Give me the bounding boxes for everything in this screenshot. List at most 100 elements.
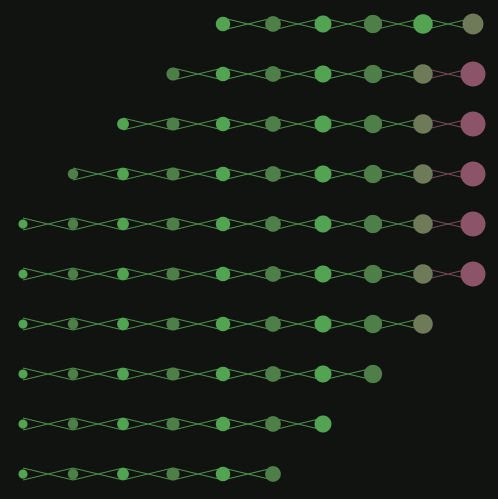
network-node — [117, 468, 129, 480]
edge-line — [272, 67, 324, 81]
network-node — [166, 267, 180, 281]
network-node — [363, 264, 383, 284]
network-node — [166, 167, 180, 181]
network-node — [18, 419, 28, 429]
edge-line — [322, 67, 374, 81]
network-node — [166, 217, 180, 231]
network-node — [117, 418, 129, 430]
edge-line — [172, 267, 224, 281]
network-node — [166, 417, 180, 431]
edge-line — [22, 467, 74, 481]
network-node — [265, 366, 281, 382]
terminal-node-olive — [413, 214, 433, 234]
network-node — [265, 16, 281, 32]
edge-line — [22, 217, 74, 231]
network-node — [117, 268, 129, 280]
network-node — [363, 14, 383, 34]
edge-line — [222, 17, 274, 31]
edge-line — [72, 317, 124, 331]
terminal-node-pink — [460, 111, 486, 137]
network-node — [265, 66, 281, 82]
edge-line — [72, 167, 124, 181]
network-node — [166, 117, 180, 131]
edge-line — [272, 417, 324, 431]
edge-line — [272, 267, 324, 281]
network-node — [265, 116, 281, 132]
terminal-node-olive — [413, 264, 433, 284]
edge-line — [72, 267, 124, 281]
network-node — [67, 168, 79, 180]
network-node — [18, 319, 28, 329]
network-node — [363, 314, 383, 334]
network-node — [215, 66, 231, 82]
network-node — [265, 416, 281, 432]
network-node — [314, 65, 332, 83]
edge-line — [122, 317, 174, 331]
network-node — [363, 164, 383, 184]
network-node — [265, 216, 281, 232]
edge-line — [122, 117, 174, 131]
network-node — [215, 316, 231, 332]
network-node — [314, 315, 332, 333]
network-node — [215, 216, 231, 232]
network-node — [117, 368, 129, 380]
edge-line — [322, 167, 374, 181]
edge-line — [222, 167, 274, 181]
network-node — [314, 365, 332, 383]
network-node — [117, 168, 129, 180]
network-node — [413, 14, 433, 34]
terminal-node-olive — [413, 114, 433, 134]
edge-line — [272, 167, 324, 181]
edge-line — [322, 217, 374, 231]
network-node — [18, 219, 28, 229]
edge-line — [322, 317, 374, 331]
node-layer — [18, 13, 486, 482]
terminal-node-pink — [460, 261, 486, 287]
edge-line — [222, 367, 274, 381]
network-node — [265, 466, 281, 482]
edge-line — [172, 367, 224, 381]
edge-line — [322, 17, 374, 31]
terminal-node-olive — [462, 13, 484, 35]
terminal-node-olive — [413, 64, 433, 84]
network-node — [67, 218, 79, 230]
edge-line — [22, 367, 74, 381]
edge-line — [222, 217, 274, 231]
edge-line — [272, 367, 324, 381]
network-node — [215, 266, 231, 282]
edge-line — [222, 417, 274, 431]
edge-line — [222, 467, 274, 481]
edge-line — [272, 117, 324, 131]
network-node — [215, 366, 231, 382]
edge-line — [122, 217, 174, 231]
edge-line — [172, 417, 224, 431]
network-node — [363, 364, 383, 384]
network-node — [215, 166, 231, 182]
network-node — [314, 165, 332, 183]
network-node — [18, 269, 28, 279]
edge-line — [322, 367, 374, 381]
edge-line — [272, 217, 324, 231]
edge-line — [222, 267, 274, 281]
terminal-node-pink — [460, 211, 486, 237]
network-node — [265, 166, 281, 182]
network-node — [265, 316, 281, 332]
network-node — [166, 67, 180, 81]
edge-line — [122, 367, 174, 381]
network-node — [166, 367, 180, 381]
network-node — [166, 467, 180, 481]
network-node — [363, 114, 383, 134]
network-node — [363, 214, 383, 234]
edge-line — [22, 267, 74, 281]
edge-line — [172, 67, 224, 81]
edge-line — [222, 117, 274, 131]
edge-line — [172, 117, 224, 131]
terminal-node-olive — [413, 314, 433, 334]
network-node — [215, 116, 231, 132]
edge-line — [72, 217, 124, 231]
terminal-node-pink — [460, 61, 486, 87]
network-node — [363, 64, 383, 84]
edge-line — [72, 367, 124, 381]
edge-line — [222, 67, 274, 81]
